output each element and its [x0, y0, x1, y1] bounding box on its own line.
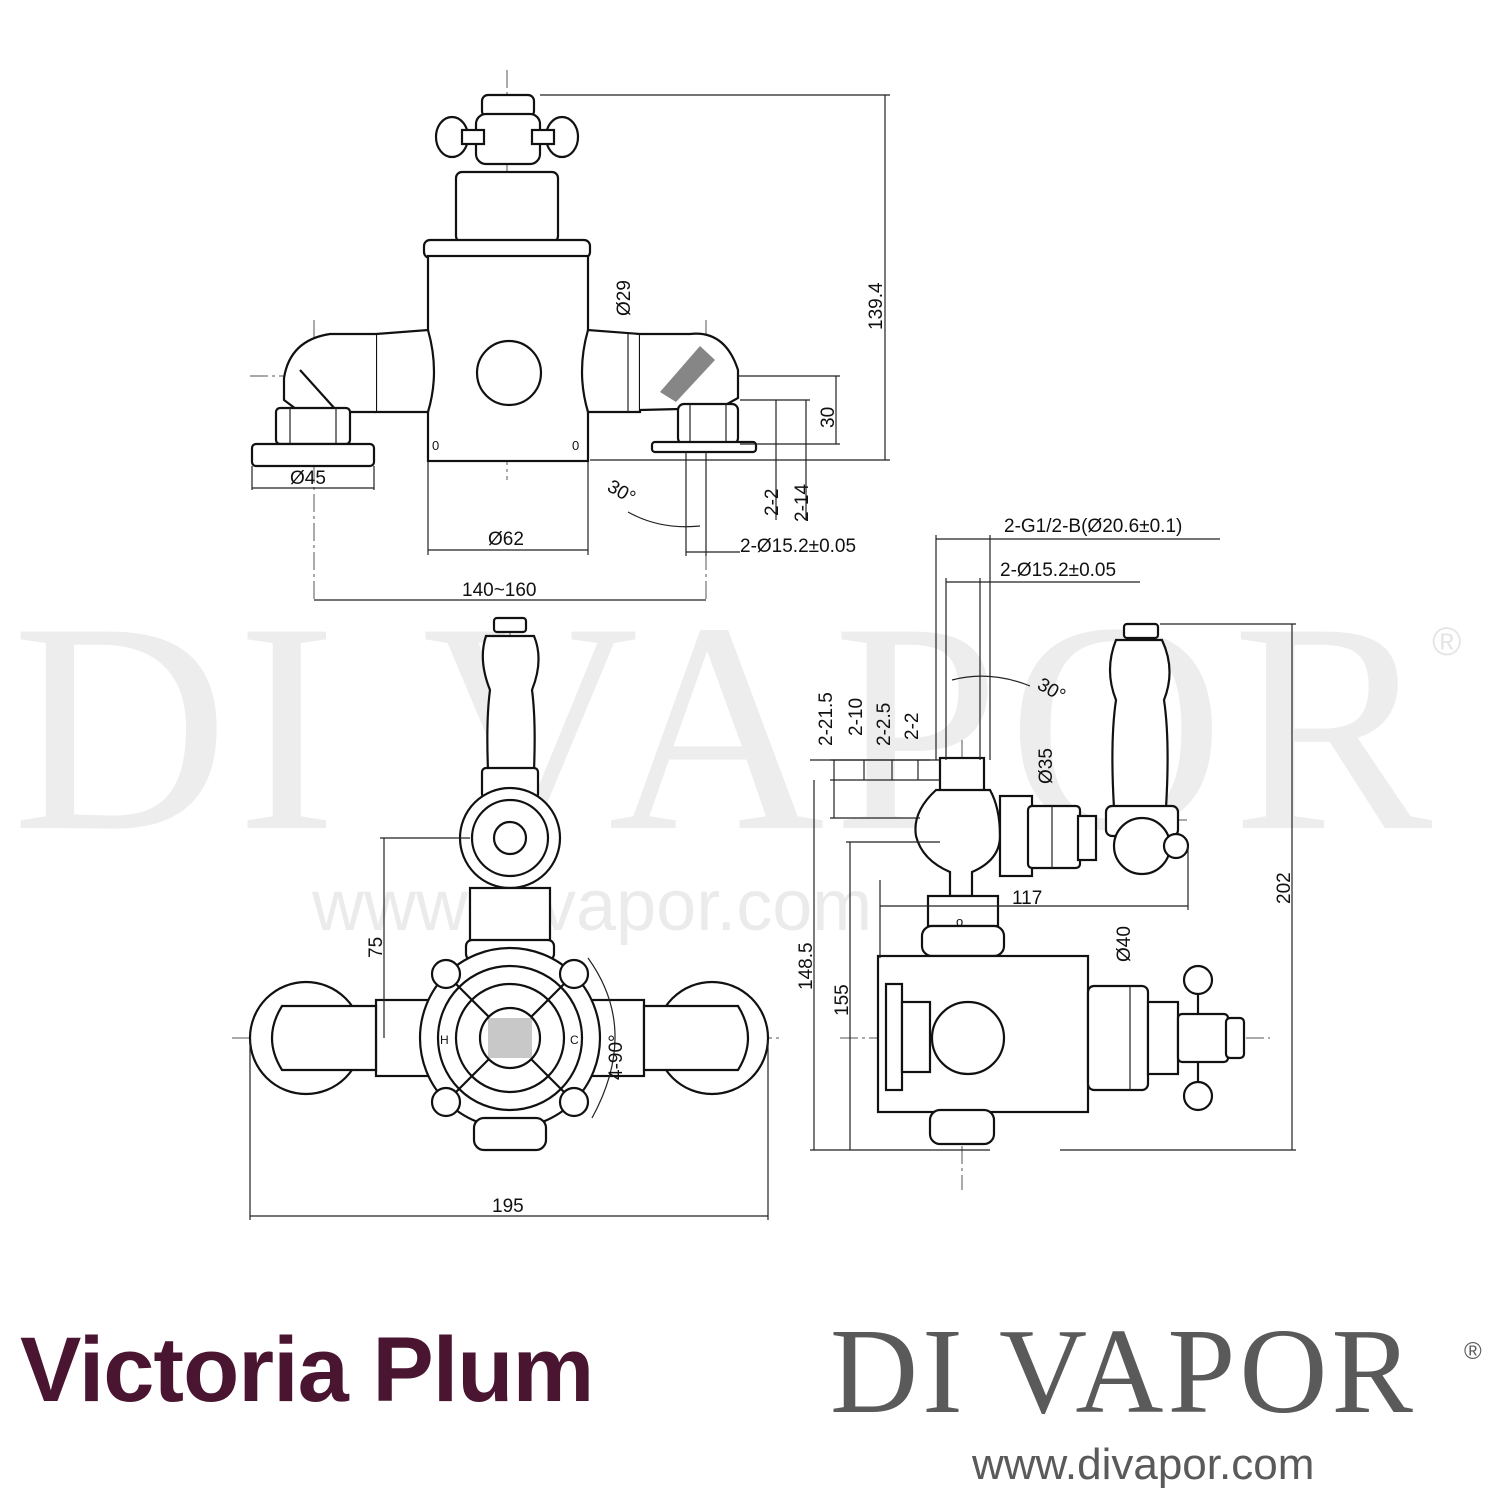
dim-height-155: 155 — [832, 984, 853, 1016]
cross-knob-tl-icon — [430, 958, 462, 990]
dim-depth-117: 117 — [1012, 888, 1042, 909]
svg-text:0: 0 — [572, 438, 579, 453]
dim-outlet-height: 30 — [818, 407, 839, 428]
dim-angle-top: 30° — [604, 476, 639, 509]
dim-dia-35: Ø35 — [1036, 748, 1057, 784]
dim-wall-plate-dia: Ø45 — [290, 468, 326, 489]
dim-thread-2-14: 2-14 — [792, 484, 813, 522]
dim-dia-40: Ø40 — [1114, 926, 1135, 962]
dim-thread-spec: 2-G1/2-B(Ø20.6±0.1) — [1004, 516, 1182, 537]
lever-handle — [481, 634, 540, 772]
retailer-logo: DI VAPOR — [830, 1304, 1417, 1439]
dim-2-2-5: 2-2.5 — [874, 703, 895, 746]
svg-text:0: 0 — [432, 438, 439, 453]
dim-body-dia: Ø62 — [488, 529, 524, 550]
cold-mark: C — [570, 1033, 579, 1047]
hot-mark: H — [440, 1033, 449, 1047]
side-cross-knob-top-icon — [1182, 964, 1214, 996]
valve-port-icon — [475, 339, 543, 407]
dim-pipe-tolerance-top: 2-Ø15.2±0.05 — [740, 536, 856, 557]
retailer-url: www.divapor.com — [972, 1440, 1315, 1489]
dim-height-202: 202 — [1274, 872, 1295, 904]
dim-2-10: 2-10 — [846, 698, 867, 736]
registered-mark: ® — [1464, 1338, 1482, 1365]
outlet-pipe — [938, 756, 986, 796]
side-cross-knob-bottom-icon — [1182, 1080, 1214, 1112]
dim-height-148-5: 148.5 — [796, 942, 817, 990]
dim-2-21-5: 2-21.5 — [816, 692, 837, 746]
side-lever-tip — [1122, 622, 1160, 640]
cross-knob-tr-icon — [558, 958, 590, 990]
manufacturer-logo: Victoria Plum — [20, 1319, 594, 1421]
cross-knob-br-icon — [558, 1086, 590, 1118]
wall-plate-left — [250, 442, 376, 468]
dim-inlet-dia: Ø29 — [614, 280, 635, 316]
side-view: o 2-G1/2-B(Ø20.6±0.1) 2-Ø15.2±0.05 30° — [796, 516, 1296, 1190]
lever-tip — [492, 616, 528, 634]
dim-2-2-side: 2-2 — [902, 713, 923, 740]
watermark-registered: ® — [1432, 620, 1461, 664]
watermark-brand: DI VAPOR — [12, 561, 1440, 893]
dim-rotation: 4-90° — [606, 1034, 627, 1080]
dim-pipe-tolerance-side: 2-Ø15.2±0.05 — [1000, 560, 1116, 581]
watermark-url: www.divapor.com — [311, 866, 872, 946]
svg-text:o: o — [956, 914, 963, 929]
watermark: DI VAPOR www.divapor.com ® — [12, 561, 1461, 946]
cross-knob-bl-icon — [430, 1086, 462, 1118]
dim-height-75: 75 — [366, 937, 387, 958]
dim-width: 195 — [492, 1196, 524, 1217]
top-view: 0 0 139.4 Ø29 30 2-2 2-14 — [250, 70, 890, 601]
dim-centres: 140~160 — [462, 580, 537, 601]
dim-overall-height: 139.4 — [866, 282, 887, 330]
dim-thread-2-2: 2-2 — [762, 489, 783, 516]
front-view: H C 75 4-90° 195 — [232, 616, 780, 1220]
